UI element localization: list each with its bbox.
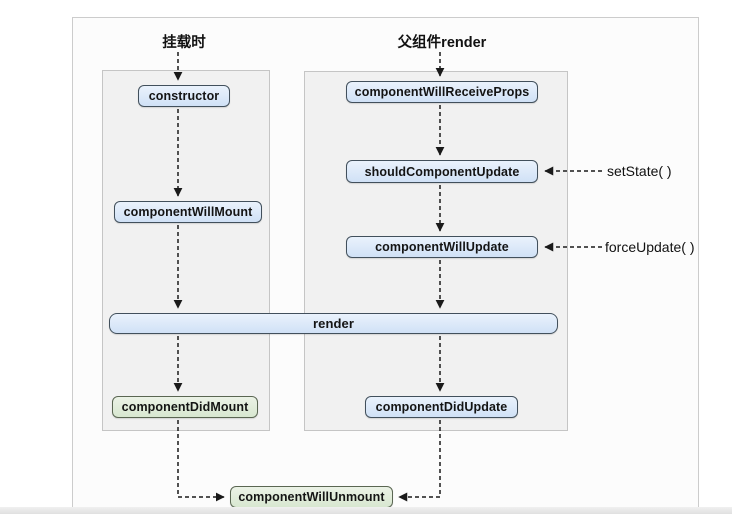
node-component-will-mount: componentWillMount bbox=[114, 201, 262, 223]
forceupdate-label: forceUpdate( ) bbox=[605, 239, 695, 255]
node-component-did-update: componentDidUpdate bbox=[365, 396, 518, 418]
node-component-did-mount: componentDidMount bbox=[112, 396, 258, 418]
node-constructor: constructor bbox=[138, 85, 230, 107]
node-should-component-update: shouldComponentUpdate bbox=[346, 160, 538, 183]
node-component-will-update: componentWillUpdate bbox=[346, 236, 538, 258]
node-component-will-unmount: componentWillUnmount bbox=[230, 486, 393, 508]
mount-phase-column bbox=[102, 70, 270, 431]
parent-render-label: 父组件render bbox=[397, 35, 487, 51]
node-render: render bbox=[109, 313, 558, 334]
mount-phase-label: 挂载时 bbox=[162, 35, 206, 51]
bottom-edge-strip bbox=[0, 507, 732, 514]
setstate-label: setState( ) bbox=[607, 163, 672, 179]
node-component-will-receive-props: componentWillReceiveProps bbox=[346, 81, 538, 103]
